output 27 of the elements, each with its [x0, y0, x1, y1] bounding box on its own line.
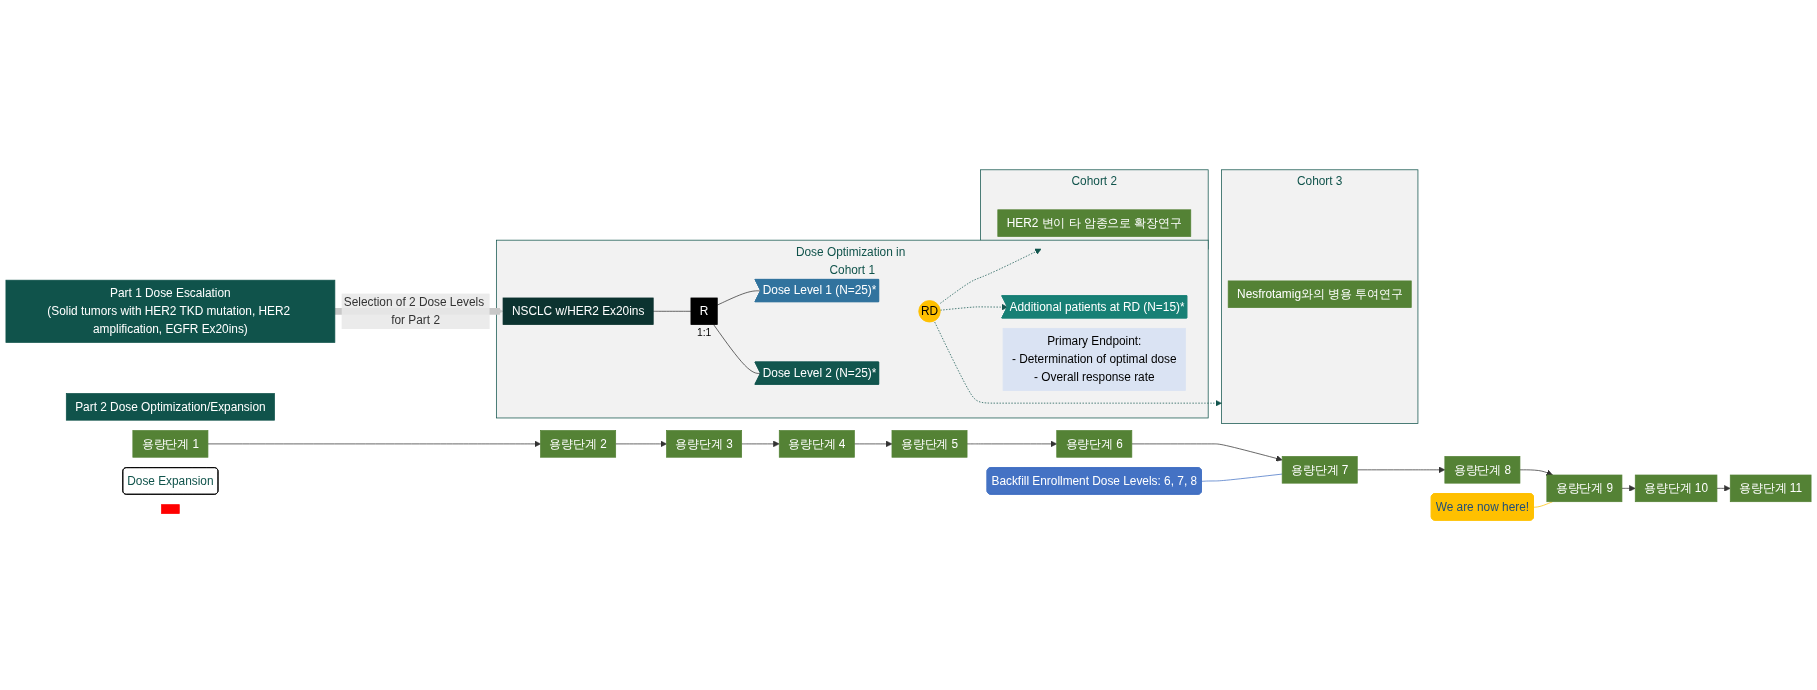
node-box: 용량단계 8	[1444, 456, 1521, 484]
node-box: 용량단계 10	[1634, 474, 1718, 503]
node-box: 용량단계 6	[1056, 430, 1133, 458]
node-box: Part 2 Dose Optimization/Expansion	[65, 393, 275, 421]
node-box: Part 1 Dose Escalation (Solid tumors with HER2 TKD mutation, HER2 amplification, EGFR Ex20ins)	[5, 279, 336, 343]
connector	[716, 290, 762, 306]
node-box	[161, 504, 180, 514]
edge-label: Selection of 2 Dose Levels for Part 2	[343, 295, 485, 327]
node-box: Nesfrotamig와의 병용 투여연구	[1227, 280, 1412, 308]
node-box: HER2 변이 타 암종으로 확장연구	[997, 209, 1192, 237]
node-box: Primary Endpoint: - Determination of optimal dose - Overall response rate	[1002, 327, 1186, 391]
node-box: 용량단계 11	[1729, 474, 1812, 503]
node-box: 용량단계 4	[778, 430, 855, 458]
node-box: 용량단계 9	[1546, 474, 1623, 503]
node-box: R	[690, 297, 718, 325]
connector	[652, 310, 692, 312]
node-box: 용량단계 3	[666, 430, 742, 458]
connector	[1533, 501, 1553, 508]
node-box: NSCLC w/HER2 Ex20ins	[502, 297, 654, 325]
node-box: 용량단계 1	[132, 430, 209, 458]
node-box: 용량단계 7	[1281, 456, 1358, 484]
ratio-label: 1:1	[696, 327, 712, 339]
node-box: 용량단계 5	[891, 430, 968, 458]
node-box: 용량단계 2	[540, 430, 617, 458]
connector	[1201, 473, 1283, 482]
connector	[713, 324, 762, 374]
node-circle: RD	[918, 300, 941, 323]
